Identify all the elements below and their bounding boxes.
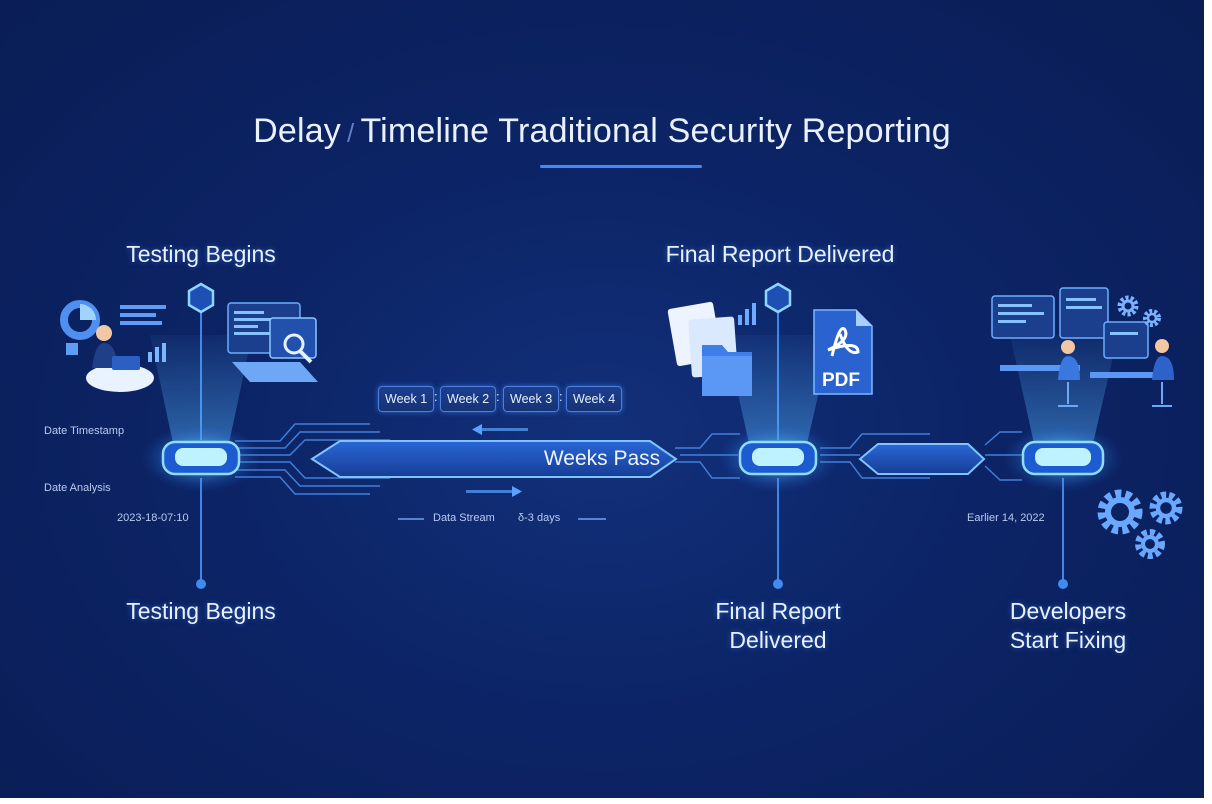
data-stream-label: Data Stream bbox=[433, 512, 495, 524]
duration-label: δ-3 days bbox=[518, 512, 561, 524]
developers-line-1: Developers bbox=[1009, 598, 1127, 624]
pdf-file-icon bbox=[813, 309, 873, 395]
week-chip-1: Week 1 bbox=[378, 386, 435, 412]
gears-icon bbox=[1097, 295, 1183, 559]
analyst-icon bbox=[60, 300, 166, 392]
weeks-pass-bar bbox=[310, 440, 678, 478]
stem-end-dots bbox=[196, 579, 1068, 589]
week-chip-3: Week 3 bbox=[503, 386, 560, 412]
title-part-2: Timeline Traditional Security Reporting bbox=[360, 112, 951, 150]
title-underline bbox=[540, 165, 702, 168]
developers-line-2: Start Fixing bbox=[1009, 627, 1127, 653]
flow-arrows bbox=[466, 424, 528, 497]
connector-bar bbox=[858, 443, 986, 475]
final-report-line-1: Final Report bbox=[715, 598, 841, 624]
circuit-traces bbox=[235, 423, 1022, 495]
start-date-label: 2023-18-07:10 bbox=[117, 512, 189, 524]
developers-workstation-icon bbox=[991, 287, 1174, 407]
end-date-label: Earlier 14, 2022 bbox=[967, 512, 1045, 524]
title-separator: / bbox=[347, 118, 355, 148]
light-beams bbox=[150, 335, 1118, 448]
date-analysis-label: Date Analysis bbox=[44, 482, 111, 494]
week-colon-2: : bbox=[496, 389, 500, 404]
week-colon-1: : bbox=[434, 389, 438, 404]
date-timestamp-label: Date Timestamp bbox=[44, 425, 125, 437]
final-report-top-label: Final Report Delivered bbox=[665, 241, 895, 267]
week-chip-4: Week 4 bbox=[566, 386, 623, 412]
page-title: Delay/Timeline Traditional Security Repo… bbox=[0, 112, 1204, 151]
pdf-label: PDF bbox=[822, 370, 860, 391]
week-chip-2: Week 2 bbox=[440, 386, 497, 412]
final-report-line-2: Delivered bbox=[729, 627, 827, 653]
week-colon-3: : bbox=[559, 389, 563, 404]
timeline-nodes bbox=[141, 424, 1123, 492]
testing-begins-top-label: Testing Begins bbox=[126, 241, 276, 267]
testing-begins-bottom-label: Testing Begins bbox=[126, 598, 276, 624]
title-part-1: Delay bbox=[253, 112, 342, 150]
weeks-pass-label: Weeks Pass bbox=[543, 447, 661, 470]
hexagon-node-icon bbox=[187, 282, 792, 314]
laptop-code-icon bbox=[227, 302, 318, 382]
documents-folder-icon bbox=[667, 301, 756, 396]
